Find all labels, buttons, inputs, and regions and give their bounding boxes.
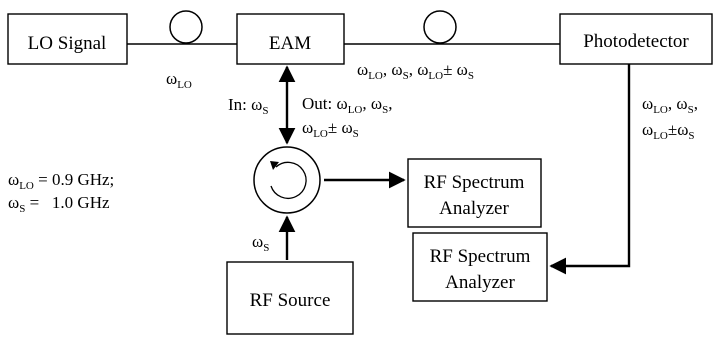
- eam-box: [236, 13, 345, 65]
- rf-source-box: [226, 261, 354, 335]
- in-omega-s-label: In: ωS: [228, 95, 268, 117]
- fiber-spool-1: [169, 10, 203, 44]
- circulator-arrow-icon: [270, 161, 307, 199]
- photodetector-label: Photodetector: [583, 31, 689, 52]
- out-frequencies-label-line2: ωLO± ωS: [302, 118, 359, 140]
- photodetector-output-label-line1: ωLO, ωS,: [642, 94, 698, 116]
- s-frequency-equation: ωS = 1.0 GHz: [8, 193, 110, 215]
- rf-source-label: RF Source: [250, 290, 331, 311]
- rf-spectrum-analyzer-2-box: [412, 232, 548, 302]
- circulator-arrowhead-icon: [270, 161, 279, 170]
- rf-spectrum-analyzer-1-box: [407, 158, 542, 228]
- rf-spectrum-analyzer-1-label-line2: Analyzer: [439, 198, 509, 219]
- lo-signal-label: LO Signal: [28, 33, 107, 54]
- photodetector-output-label-line2: ωLO±ωS: [642, 120, 695, 142]
- eam-output-frequencies-label: ωLO, ωS, ωLO± ωS: [357, 60, 474, 82]
- eam-label: EAM: [269, 33, 311, 54]
- rf-spectrum-analyzer-2-label-line2: Analyzer: [445, 272, 515, 293]
- omega-lo-label: ωLO: [166, 69, 192, 91]
- fiber-spool-2: [423, 10, 457, 44]
- rf-spectrum-analyzer-2-label-line1: RF Spectrum: [430, 246, 531, 267]
- lo-frequency-equation: ωLO = 0.9 GHz;: [8, 170, 114, 192]
- lo-signal-box: [7, 13, 128, 65]
- photodetector-to-analyzer-arrow: [549, 64, 631, 275]
- photodetector-box: [559, 13, 713, 65]
- out-frequencies-label-line1: Out: ωLO, ωS,: [302, 94, 392, 116]
- omega-s-source-label: ωS: [252, 232, 269, 254]
- circulator: [253, 146, 321, 214]
- rf-spectrum-analyzer-1-label-line1: RF Spectrum: [424, 172, 525, 193]
